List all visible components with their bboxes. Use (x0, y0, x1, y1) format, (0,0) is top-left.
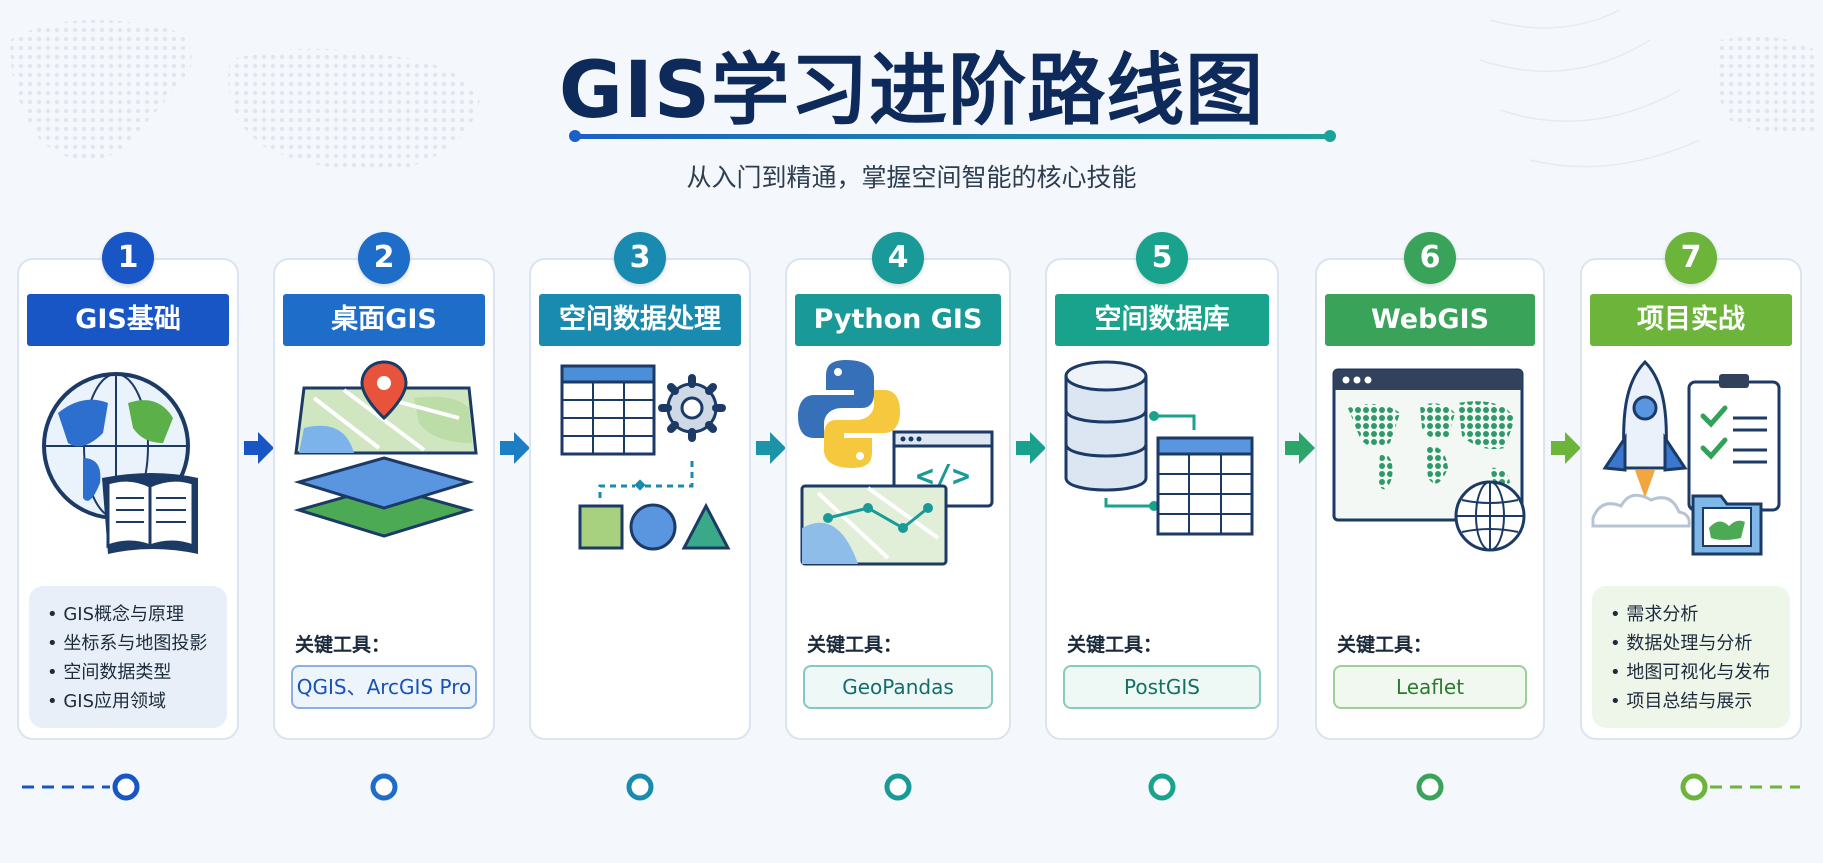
step-title: Python GIS (795, 294, 1001, 346)
step-topic-list: 需求分析 数据处理与分析 地图可视化与发布 项目总结与展示 (1592, 586, 1790, 728)
list-item: GIS概念与原理 (47, 600, 227, 629)
timeline-node (1148, 773, 1176, 801)
step-title: GIS基础 (27, 294, 229, 346)
timeline-node (370, 773, 398, 801)
list-item: 坐标系与地图投影 (47, 629, 227, 658)
arrow-right-icon (500, 432, 530, 464)
progress-timeline (22, 773, 1800, 801)
tool-badge: Leaflet (1333, 665, 1527, 709)
python-code-illustration: </> (787, 358, 1009, 578)
step-title: WebGIS (1325, 294, 1535, 346)
project-illustration (1582, 358, 1800, 578)
list-item: GIS应用领域 (47, 687, 227, 716)
timeline-node (884, 773, 912, 801)
step-card-2: 2 桌面GIS 关键工具： QGIS、ArcGIS Pro (273, 232, 495, 740)
table-gear-shapes-icon (560, 364, 731, 551)
step-card-5: 5 空间数据库 关键工具： PostGIS (1045, 232, 1279, 740)
step-title: 空间数据库 (1055, 294, 1269, 346)
timeline-node (626, 773, 654, 801)
timeline-node (112, 773, 140, 801)
step-card-1: 1 GIS基础 GIS概念与原理 坐标系与地图投影 (17, 232, 239, 740)
step-card-3: 3 空间数据处理 (529, 232, 751, 740)
tool-badge: PostGIS (1063, 665, 1261, 709)
globe-book-illustration (19, 358, 237, 578)
tool-badge: QGIS、ArcGIS Pro (291, 665, 477, 709)
tools-label: 关键工具： (807, 634, 903, 656)
arrow-right-icon (1016, 432, 1046, 464)
page-title: GIS学习进阶路线图 (558, 46, 1265, 136)
step-card-4: 4 Python GIS </> 关键工具： GeoPandas (785, 232, 1011, 740)
arrow-right-icon (756, 432, 786, 464)
list-item: 空间数据类型 (47, 658, 227, 687)
arrow-right-icon (244, 432, 274, 464)
step-title: 项目实战 (1590, 294, 1792, 346)
data-processing-illustration (531, 358, 749, 578)
rocket-checklist-icon (1591, 359, 1781, 556)
map-layers-illustration (275, 358, 493, 578)
step-badge: 7 (1665, 232, 1717, 284)
arrow-right-icon (1285, 432, 1315, 464)
step-topic-list: GIS概念与原理 坐标系与地图投影 空间数据类型 GIS应用领域 (29, 586, 227, 728)
step-card-6: 6 WebGIS (1315, 232, 1545, 740)
list-item: 项目总结与展示 (1610, 687, 1790, 716)
browser-map-globe-icon (1332, 368, 1526, 552)
list-item: 数据处理与分析 (1610, 629, 1790, 658)
timeline-node (1680, 773, 1708, 801)
step-badge: 4 (872, 232, 924, 284)
page-subtitle: 从入门到精通，掌握空间智能的核心技能 (686, 163, 1137, 192)
title-underline (569, 130, 1336, 142)
map-layers-icon (293, 360, 478, 538)
step-badge: 5 (1136, 232, 1188, 284)
step-badge: 1 (102, 232, 154, 284)
step-title: 空间数据处理 (539, 294, 741, 346)
list-item: 地图可视化与发布 (1610, 658, 1790, 687)
step-badge: 3 (614, 232, 666, 284)
step-card-7: 7 项目实战 (1580, 232, 1802, 740)
webgis-illustration (1317, 358, 1543, 578)
arrow-right-icon (1551, 432, 1581, 464)
tools-label: 关键工具： (295, 634, 391, 656)
tool-badge: GeoPandas (803, 665, 993, 709)
tools-label: 关键工具： (1337, 634, 1433, 656)
database-table-icon (1064, 360, 1254, 536)
tools-label: 关键工具： (1067, 634, 1163, 656)
list-item: 需求分析 (1610, 600, 1790, 629)
timeline-node (1416, 773, 1444, 801)
database-illustration (1047, 358, 1277, 578)
globe-book-icon (42, 372, 198, 554)
step-badge: 6 (1404, 232, 1456, 284)
step-badge: 2 (358, 232, 410, 284)
step-title: 桌面GIS (283, 294, 485, 346)
python-code-map-icon: </> (798, 360, 994, 566)
